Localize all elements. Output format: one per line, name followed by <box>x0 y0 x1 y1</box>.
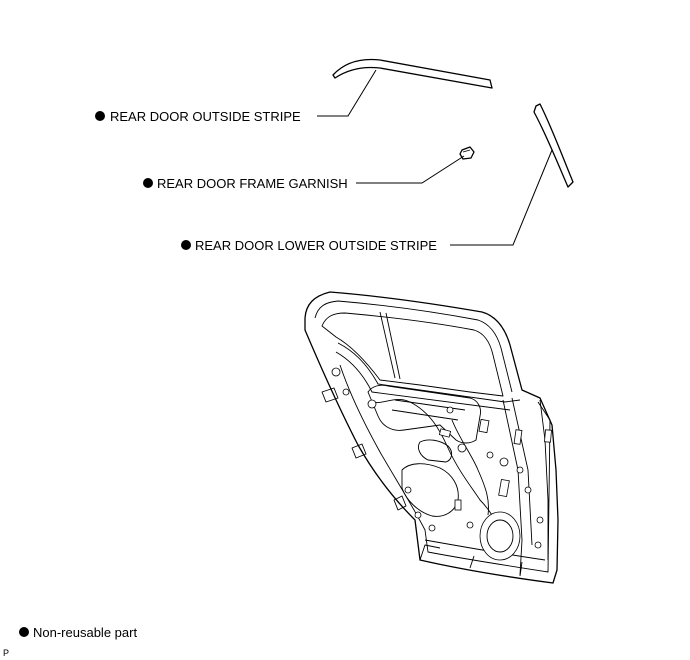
label-outside-stripe: REAR DOOR OUTSIDE STRIPE <box>110 109 301 124</box>
speaker-hole <box>479 511 521 561</box>
non-reusable-bullet-icon <box>181 240 191 250</box>
leader-outside-stripe <box>317 69 377 117</box>
rear-door-panel-drawing <box>304 291 559 584</box>
leader-lower-outside-stripe <box>450 149 553 246</box>
callout-lower-outside-stripe: REAR DOOR LOWER OUTSIDE STRIPE <box>181 238 437 253</box>
corner-mark: P <box>3 648 9 658</box>
legend-non-reusable: Non-reusable part <box>19 625 137 640</box>
rear-door-outside-stripe-part <box>332 58 493 89</box>
label-lower-outside-stripe: REAR DOOR LOWER OUTSIDE STRIPE <box>195 238 437 253</box>
callout-outside-stripe: REAR DOOR OUTSIDE STRIPE <box>95 109 301 124</box>
label-frame-garnish: REAR DOOR FRAME GARNISH <box>157 176 348 191</box>
callout-frame-garnish: REAR DOOR FRAME GARNISH <box>143 176 348 191</box>
leader-frame-garnish <box>356 155 465 184</box>
non-reusable-bullet-icon <box>95 111 105 121</box>
non-reusable-bullet-icon <box>19 627 29 637</box>
rear-door-lower-outside-stripe-part <box>533 103 574 188</box>
legend-non-reusable-label: Non-reusable part <box>33 625 137 640</box>
leader-lines <box>317 69 553 246</box>
non-reusable-bullet-icon <box>143 178 153 188</box>
